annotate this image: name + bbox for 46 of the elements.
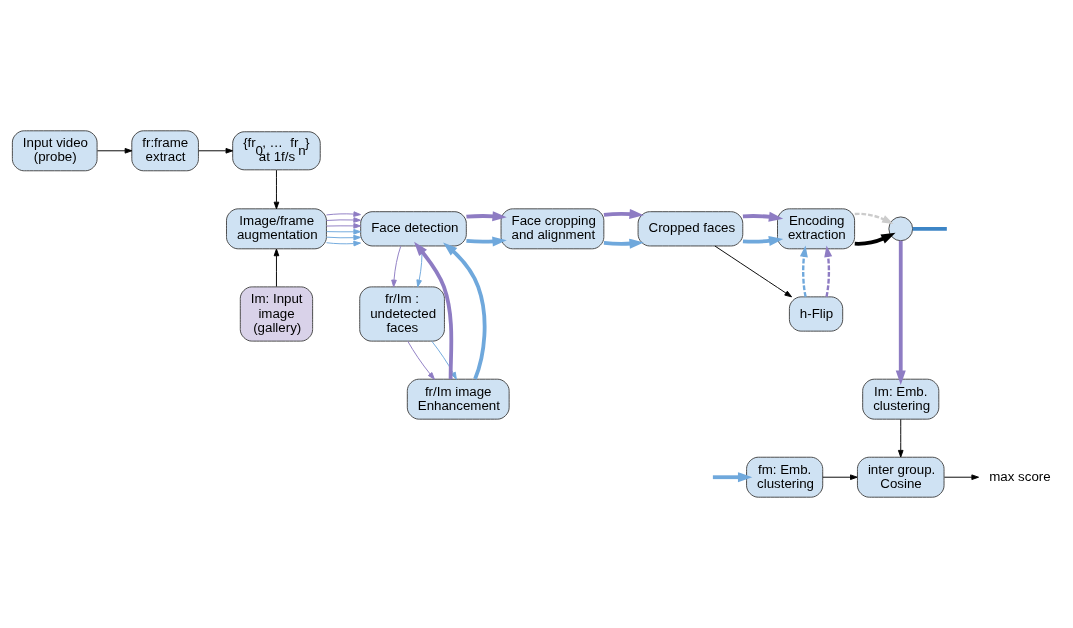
arrow — [603, 209, 644, 219]
arrow — [714, 245, 793, 298]
arrow — [854, 212, 894, 224]
arrow — [943, 474, 979, 480]
arrow — [742, 235, 784, 246]
arrow — [326, 217, 361, 223]
node-box: Input video (probe) — [11, 130, 98, 172]
arrow — [326, 234, 361, 241]
arrow — [897, 418, 904, 458]
arrow — [407, 340, 435, 380]
arrow — [326, 240, 361, 247]
arrow — [824, 245, 833, 297]
arrow — [822, 474, 858, 480]
arrow — [443, 242, 487, 380]
arrow — [391, 245, 402, 288]
arrow — [895, 240, 906, 385]
arrow — [326, 211, 361, 217]
node-box: Cropped faces — [637, 211, 744, 247]
node-box: fr/Im : undetected faces — [359, 286, 445, 342]
arrow — [603, 238, 644, 249]
node-box: Face cropping and alignment — [500, 208, 605, 250]
node-box: Image/frame augmentation — [226, 208, 327, 250]
node-box: fr/Im image Enhancement — [406, 378, 510, 420]
node-circle — [888, 216, 914, 242]
node-box: Face detection — [360, 211, 467, 247]
arrow — [326, 223, 361, 229]
arrow — [712, 472, 753, 483]
node-box: inter group. Cosine — [856, 456, 945, 498]
node-box: fr:frame extract — [131, 130, 199, 172]
connector — [912, 226, 947, 231]
arrow — [799, 245, 808, 297]
arrow — [273, 248, 280, 288]
arrow — [466, 236, 507, 247]
arrow — [742, 211, 784, 222]
node-box: Im: Emb. clustering — [862, 378, 940, 420]
arrow — [96, 148, 133, 154]
arrow — [326, 228, 361, 235]
node-box: fm: Emb. clustering — [746, 456, 824, 498]
node-text: max score — [989, 468, 1051, 484]
node-box: Encoding extraction — [777, 208, 856, 250]
arrow — [273, 169, 280, 210]
node-box: Im: Input image (gallery) — [239, 286, 314, 342]
arrow — [198, 148, 234, 154]
arrow — [854, 232, 896, 246]
node-box: h-Flip — [788, 296, 844, 332]
arrow — [466, 211, 507, 222]
